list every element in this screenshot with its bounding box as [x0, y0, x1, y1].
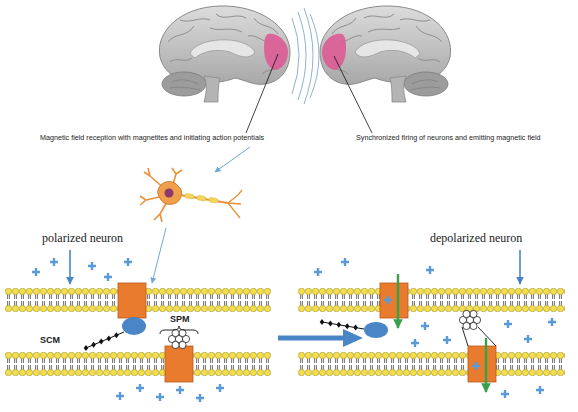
callout-text: Magnetic field reception with magnetites…	[40, 134, 264, 142]
wave	[298, 12, 306, 100]
axon-terminal	[228, 190, 242, 218]
membrane-bilayer	[5, 352, 271, 376]
scm-bead	[91, 342, 96, 348]
wave	[310, 14, 319, 98]
scm-chain	[322, 322, 364, 329]
depolarized-panel	[298, 258, 565, 398]
ion-channel	[165, 346, 193, 382]
nucleus	[165, 189, 174, 198]
spm-cluster	[459, 310, 480, 329]
scm-bead	[99, 339, 104, 345]
ion-channel	[118, 283, 146, 318]
leader-line	[246, 54, 278, 133]
membrane-bilayer	[298, 288, 565, 312]
positive-ions	[32, 258, 224, 402]
scm-bead	[345, 323, 350, 329]
scm-chain	[86, 332, 124, 348]
scm-particle	[122, 317, 146, 335]
state-heading: depolarized neuron	[430, 232, 522, 245]
ion-flow-arrow	[485, 338, 487, 392]
scm-bead	[114, 332, 119, 338]
myelin	[185, 193, 219, 203]
polarized-panel	[5, 258, 271, 402]
spm-link	[462, 327, 496, 346]
ion-channel	[468, 346, 496, 382]
leader-line	[334, 56, 372, 133]
spm-cluster	[168, 329, 189, 348]
pointer-arrow	[215, 147, 250, 172]
scm-bead	[320, 319, 325, 325]
brain-right	[320, 6, 451, 102]
scm-bead	[353, 325, 358, 331]
magnetic-waves	[292, 8, 319, 104]
positive-ions	[314, 258, 556, 398]
soma	[158, 182, 182, 205]
ion-channel	[380, 283, 408, 318]
state-heading: polarized neuron	[42, 232, 123, 245]
part-label: SCM	[40, 336, 60, 346]
scm-bead	[337, 322, 342, 328]
transition-arrow	[278, 329, 363, 347]
scm-particle	[364, 322, 388, 338]
scm-bead	[84, 345, 89, 351]
dendrites	[140, 168, 182, 222]
callout-text: Synchronized firing of neurons and emitt…	[356, 134, 541, 142]
part-label: SPM	[170, 315, 190, 325]
neuron	[140, 168, 242, 222]
pointer-arrow	[69, 250, 71, 284]
membrane-bilayer	[298, 352, 565, 376]
ion-flow-arrow	[397, 274, 399, 328]
wave	[304, 8, 313, 104]
wave	[292, 18, 299, 94]
brain-left	[159, 6, 290, 102]
pointer-arrow	[519, 250, 521, 284]
scm-bead	[328, 320, 333, 326]
pointer-arrow	[152, 228, 166, 283]
bracket	[160, 326, 198, 334]
scm-bead	[107, 335, 112, 341]
